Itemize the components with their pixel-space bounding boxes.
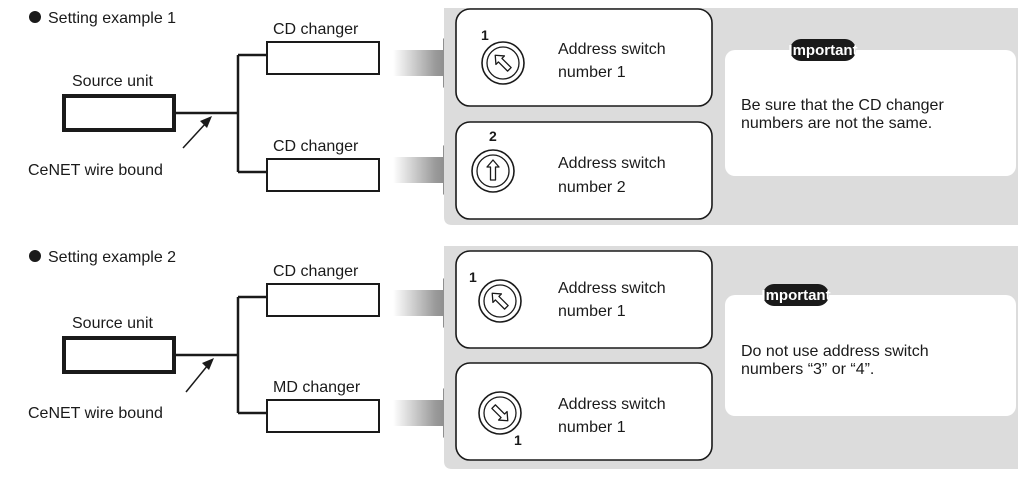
cenet-wire [174,295,267,415]
wire-pointer-arrow [185,358,214,393]
unit-label: CD changer [273,138,359,155]
changer-box [266,158,380,192]
bullet-icon [29,250,41,262]
wire-pointer-arrow [182,116,212,149]
note-text: numbers are not the same. [741,115,932,132]
switch-number: 1 [469,269,477,285]
unit-label: CD changer [273,21,359,38]
rotary-switch-icon [478,279,522,323]
important-badge-text: Important [761,287,830,304]
switch-text: Address switch [558,396,666,413]
switch-text: number 2 [558,179,626,196]
wire-label: CeNET wire bound [28,405,163,422]
important-note-card [725,50,1016,176]
switch-text: number 1 [558,303,626,320]
rotary-switch-icon [481,41,525,85]
note-text: Be sure that the CD changer [741,97,944,114]
switch-card [455,250,713,349]
changer-box [266,399,380,433]
important-note-card [725,295,1016,416]
source-unit-label: Source unit [72,315,153,332]
important-badge [790,39,856,61]
example-heading: Setting example 2 [48,249,176,266]
source-unit-box [62,336,176,374]
switch-card [455,121,713,220]
rotary-switch-icon [478,391,522,435]
rotary-switch-icon [471,149,515,193]
note-text: numbers “3” or “4”. [741,361,874,378]
changer-box [266,283,380,317]
example-heading: Setting example 1 [48,10,176,27]
source-unit-label: Source unit [72,73,153,90]
switch-text: number 1 [558,419,626,436]
wire-label: CeNET wire bound [28,162,163,179]
switch-card [455,8,713,107]
switch-text: Address switch [558,280,666,297]
source-unit-box [62,94,176,132]
setting-example-1: Setting example 1 Source unit CeNET wire… [28,8,1018,225]
cenet-wire [174,53,267,174]
important-badge-text: Important [788,42,857,59]
setting-example-2: Setting example 2 Source unit CeNET wire… [28,246,1018,469]
switch-text: Address switch [558,41,666,58]
note-text: Do not use address switch [741,343,929,360]
bullet-icon [29,11,41,23]
switch-card [455,362,713,461]
important-badge [763,284,829,306]
switch-number: 1 [514,432,522,448]
switch-number: 1 [481,27,489,43]
unit-label: MD changer [273,379,361,396]
switch-text: Address switch [558,155,666,172]
changer-box [266,41,380,75]
switch-text: number 1 [558,64,626,81]
unit-label: CD changer [273,263,359,280]
switch-number: 2 [489,128,497,144]
